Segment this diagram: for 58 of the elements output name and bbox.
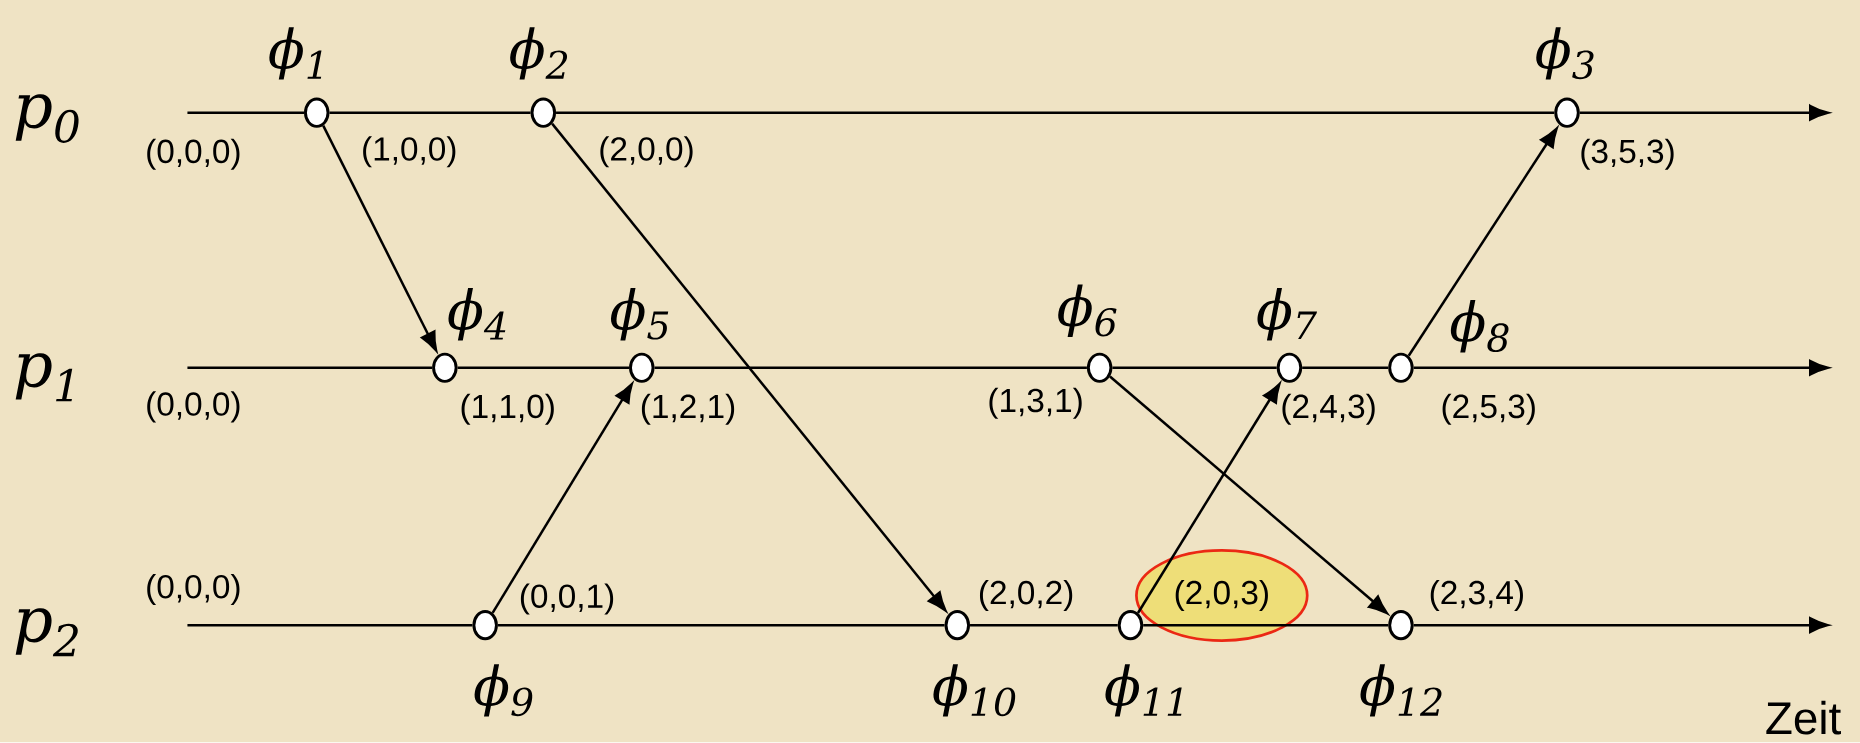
event-circle [944, 610, 971, 641]
timeline [329, 111, 531, 115]
vector-timestamp: (3,5,3) [1581, 138, 1674, 170]
vector-timestamp: (2,5,3) [1442, 393, 1535, 425]
vector-timestamp: (0,0,0) [147, 391, 240, 423]
process-label: p$_{1}$ [15, 353, 73, 402]
timeline [1143, 624, 1389, 627]
message-arrow [322, 125, 438, 352]
event-label: ϕ$_{11}$ [1105, 664, 1182, 717]
event-label: ϕ$_{4}$ [448, 288, 506, 341]
event-circle [629, 352, 655, 384]
vector-timestamp: (1,1,0) [461, 393, 554, 425]
timeline [457, 366, 630, 370]
message-arrow [491, 383, 633, 614]
event-circle [1117, 610, 1144, 641]
event-label: ϕ$_{9}$ [474, 664, 533, 717]
event-circle [530, 97, 557, 128]
event-circle [1554, 97, 1580, 128]
vector-timestamp: (2,3,4) [1430, 580, 1523, 612]
event-circle [432, 352, 458, 384]
event-circle [304, 97, 330, 128]
message-arrow [1407, 127, 1558, 357]
event-circle [1388, 352, 1414, 384]
event-label: ϕ$_{5}$ [611, 288, 669, 341]
vector-timestamp: (2,0,0) [600, 136, 693, 168]
event-circle [472, 610, 498, 641]
event-circle [1388, 610, 1414, 641]
process-label: p$_{0}$ [15, 94, 79, 144]
event-label: ϕ$_{8}$ [1450, 300, 1509, 353]
event-label: ϕ$_{3}$ [1536, 27, 1594, 80]
timeline [556, 111, 1555, 115]
vector-timestamp: (1,3,1) [989, 388, 1082, 420]
vector-timestamp: (2,0,2) [979, 580, 1073, 612]
vector-timestamp: (1,2,1) [641, 393, 735, 425]
timeline [970, 624, 1118, 627]
process-label: p$_{2}$ [15, 608, 78, 657]
vector-timestamp: (0,0,1) [520, 583, 614, 615]
timeline [1302, 366, 1389, 370]
event-label: ϕ$_{12}$ [1360, 664, 1442, 717]
vector-timestamp: (0,0,0) [147, 574, 240, 606]
event-label: ϕ$_{6}$ [1058, 284, 1117, 338]
event-circle [1086, 352, 1113, 384]
timeline [187, 624, 473, 627]
event-label: ϕ$_{2}$ [510, 27, 568, 80]
vector-timestamp: (0,0,0) [147, 138, 240, 170]
vector-timestamp: (1,0,0) [363, 136, 456, 168]
message-arrow [551, 123, 947, 612]
event-label: ϕ$_{10}$ [933, 664, 1016, 717]
vector-timestamp: (2,4,3) [1282, 393, 1375, 425]
timeline [187, 366, 433, 370]
event-circle [1276, 352, 1303, 384]
timeline [497, 624, 945, 627]
timeline [1112, 366, 1277, 370]
event-label: ϕ$_{7}$ [1257, 288, 1317, 341]
timeline [654, 366, 1087, 370]
axis-label: Zeit [1766, 701, 1841, 735]
timeline [187, 111, 304, 115]
event-label: ϕ$_{1}$ [269, 27, 322, 80]
